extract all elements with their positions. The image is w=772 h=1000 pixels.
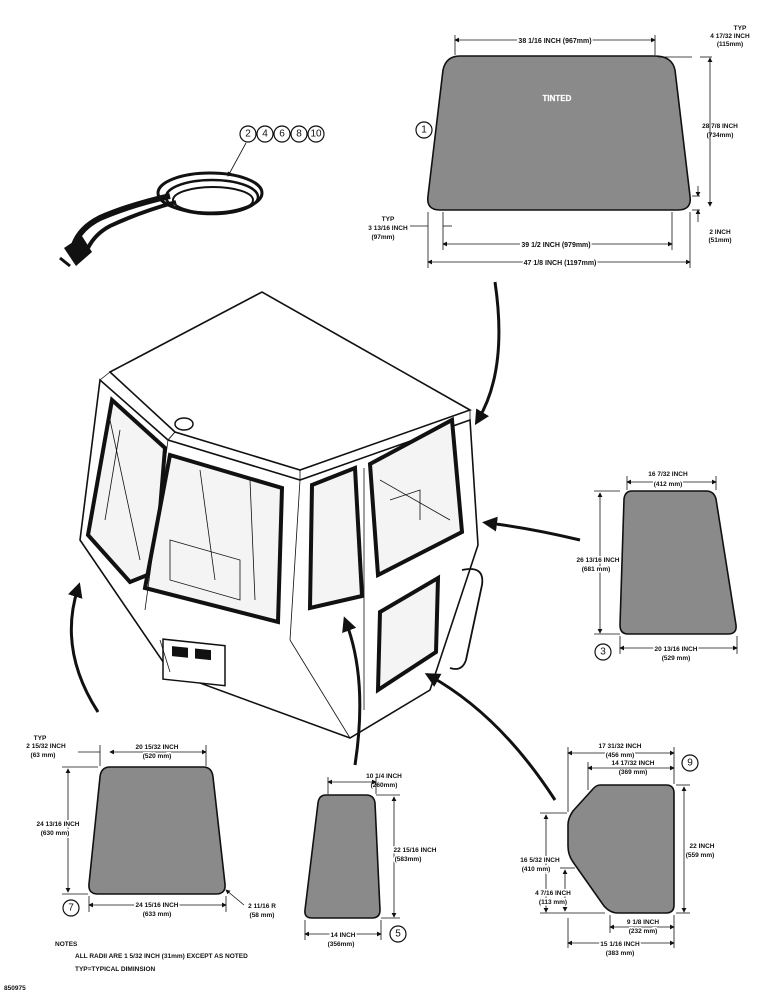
- part-3-height-mm: (681 mm): [582, 566, 611, 573]
- part-5-bottom-mm: (356mm): [328, 941, 355, 948]
- callout-7-number: 7: [68, 903, 74, 914]
- part-9-overall-bottom-mm: (383 mm): [606, 950, 635, 957]
- callout-3-number: 3: [600, 647, 606, 658]
- notes-block: NOTES ALL RADII ARE 1 5/32 INCH (31mm) E…: [4, 941, 248, 992]
- side-glass-part-3: 16 7/32 INCH (412 mm) 26 13/16 INCH (681…: [575, 471, 738, 662]
- part-3-height-inch: 26 13/16 INCH: [577, 557, 620, 564]
- tinted-label: TINTED: [543, 94, 572, 103]
- part-9-left-inch: 16 5/32 INCH: [520, 857, 560, 864]
- part-7-radius-mm: (58 mm): [250, 912, 275, 919]
- part-5-top-mm: (260mm): [371, 782, 398, 789]
- left-dimension-inch: 3 13/16 INCH: [368, 225, 408, 232]
- seal-callout-2: 2: [245, 129, 251, 140]
- corner-typ-label: TYP: [734, 25, 747, 32]
- part-9-overall-mm: (456 mm): [606, 752, 635, 759]
- part-7-height-mm: (630 mm): [41, 830, 70, 837]
- part-7-top-inch: 20 15/32 INCH: [136, 744, 179, 751]
- side-narrow-glass-part-5: 10 1/4 INCH (260mm) 22 15/16 INCH (583mm…: [304, 773, 438, 948]
- part-5-height-inch: 22 15/16 INCH: [394, 847, 437, 854]
- part-9-bottom-mm: (232 mm): [629, 928, 658, 935]
- figure-number: 850975: [4, 985, 26, 992]
- rubber-seal-coil: 2 4 6 8 10: [59, 125, 325, 268]
- door-glass-part-9: 17 31/32 INCH (456 mm) 14 17/32 INCH (36…: [519, 743, 716, 957]
- part-5-height-mm: (583mm): [395, 856, 422, 863]
- part-7-height-inch: 24 13/16 INCH: [37, 821, 80, 828]
- seal-callout-6: 6: [279, 129, 285, 140]
- windshield-glass-part-1: TINTED 38 1/16 INCH (967mm) TYP 4 17/32 …: [368, 25, 750, 269]
- bottom-total-dimension: 47 1/8 INCH (1197mm): [524, 260, 597, 267]
- part-9-glass-shape: [567, 784, 675, 914]
- part-7-radius-inch: 2 11/16 R: [248, 903, 276, 910]
- seal-callout-8: 8: [296, 129, 302, 140]
- callout-1-number: 1: [421, 125, 427, 136]
- part-7-bottom-inch: 24 15/16 INCH: [136, 902, 179, 909]
- cab-assembly: [79, 291, 484, 739]
- assembly-arrows: [68, 281, 581, 801]
- part-3-top-mm: (412 mm): [654, 481, 683, 488]
- left-dimension-mm: (97mm): [371, 234, 394, 241]
- part-9-bottom-inch: 9 1/8 INCH: [627, 919, 659, 926]
- small-dimension-inch: 2 INCH: [709, 229, 731, 236]
- part-5-glass-shape: [304, 794, 381, 919]
- notes-line-2: TYP=TYPICAL DIMINSION: [75, 966, 156, 973]
- part-9-left-mm: (410 mm): [522, 866, 551, 873]
- top-width-dimension: 38 1/16 INCH (967mm): [518, 38, 591, 45]
- height-dimension-mm: (734mm): [707, 132, 734, 139]
- part-9-height-inch: 22 INCH: [690, 843, 715, 850]
- part-9-top-mm: (369 mm): [619, 769, 648, 776]
- part-3-bottom-inch: 20 13/16 INCH: [655, 646, 698, 653]
- part-3-glass-shape: [619, 490, 737, 635]
- part-3-bottom-mm: (529 mm): [662, 655, 691, 662]
- front-lower-glass-part-7: TYP 2 15/32 INCH (63 mm) 20 15/32 INCH (…: [26, 735, 276, 919]
- callout-1: [415, 121, 433, 139]
- notes-line-1: ALL RADII ARE 1 5/32 INCH (31mm) EXCEPT …: [75, 953, 248, 960]
- part-7-typ: TYP: [34, 735, 47, 742]
- part-3-top-inch: 16 7/32 INCH: [648, 471, 688, 478]
- part-7-glass-shape: [88, 766, 226, 895]
- part-9-height-mm: (559 mm): [686, 852, 715, 859]
- callout-9-number: 9: [687, 758, 693, 769]
- notes-heading: NOTES: [55, 941, 78, 948]
- height-dimension-inch: 28 7/8 INCH: [702, 123, 738, 130]
- part-9-overall-inch: 17 31/32 INCH: [599, 743, 642, 750]
- part-9-top-inch: 14 17/32 INCH: [612, 760, 655, 767]
- part-7-top-mm: (520 mm): [143, 753, 172, 760]
- callout-5-number: 5: [395, 929, 401, 940]
- bottom-inner-dimension: 39 1/2 INCH (979mm): [521, 242, 590, 249]
- corner-dimension-mm: (115mm): [717, 41, 743, 48]
- corner-dimension-inch: 4 17/32 INCH: [710, 33, 750, 40]
- left-typ-label: TYP: [382, 216, 395, 223]
- part-5-top-inch: 10 1/4 INCH: [366, 773, 402, 780]
- part-7-corner-inch: 2 15/32 INCH: [26, 743, 66, 750]
- small-dimension-mm: (51mm): [708, 237, 731, 244]
- part-5-bottom-inch: 14 INCH: [331, 932, 356, 939]
- seal-callout-4: 4: [262, 129, 268, 140]
- seal-callout-10: 10: [310, 129, 322, 140]
- windshield-glass-shape: [426, 55, 692, 211]
- part-9-notch-mm: (113 mm): [539, 899, 567, 906]
- part-7-bottom-mm: (633 mm): [143, 911, 172, 918]
- part-9-overall-bottom-inch: 15 1/16 INCH: [600, 941, 640, 948]
- part-9-notch-inch: 4 7/16 INCH: [535, 890, 571, 897]
- part-7-corner-mm: (63 mm): [31, 752, 56, 759]
